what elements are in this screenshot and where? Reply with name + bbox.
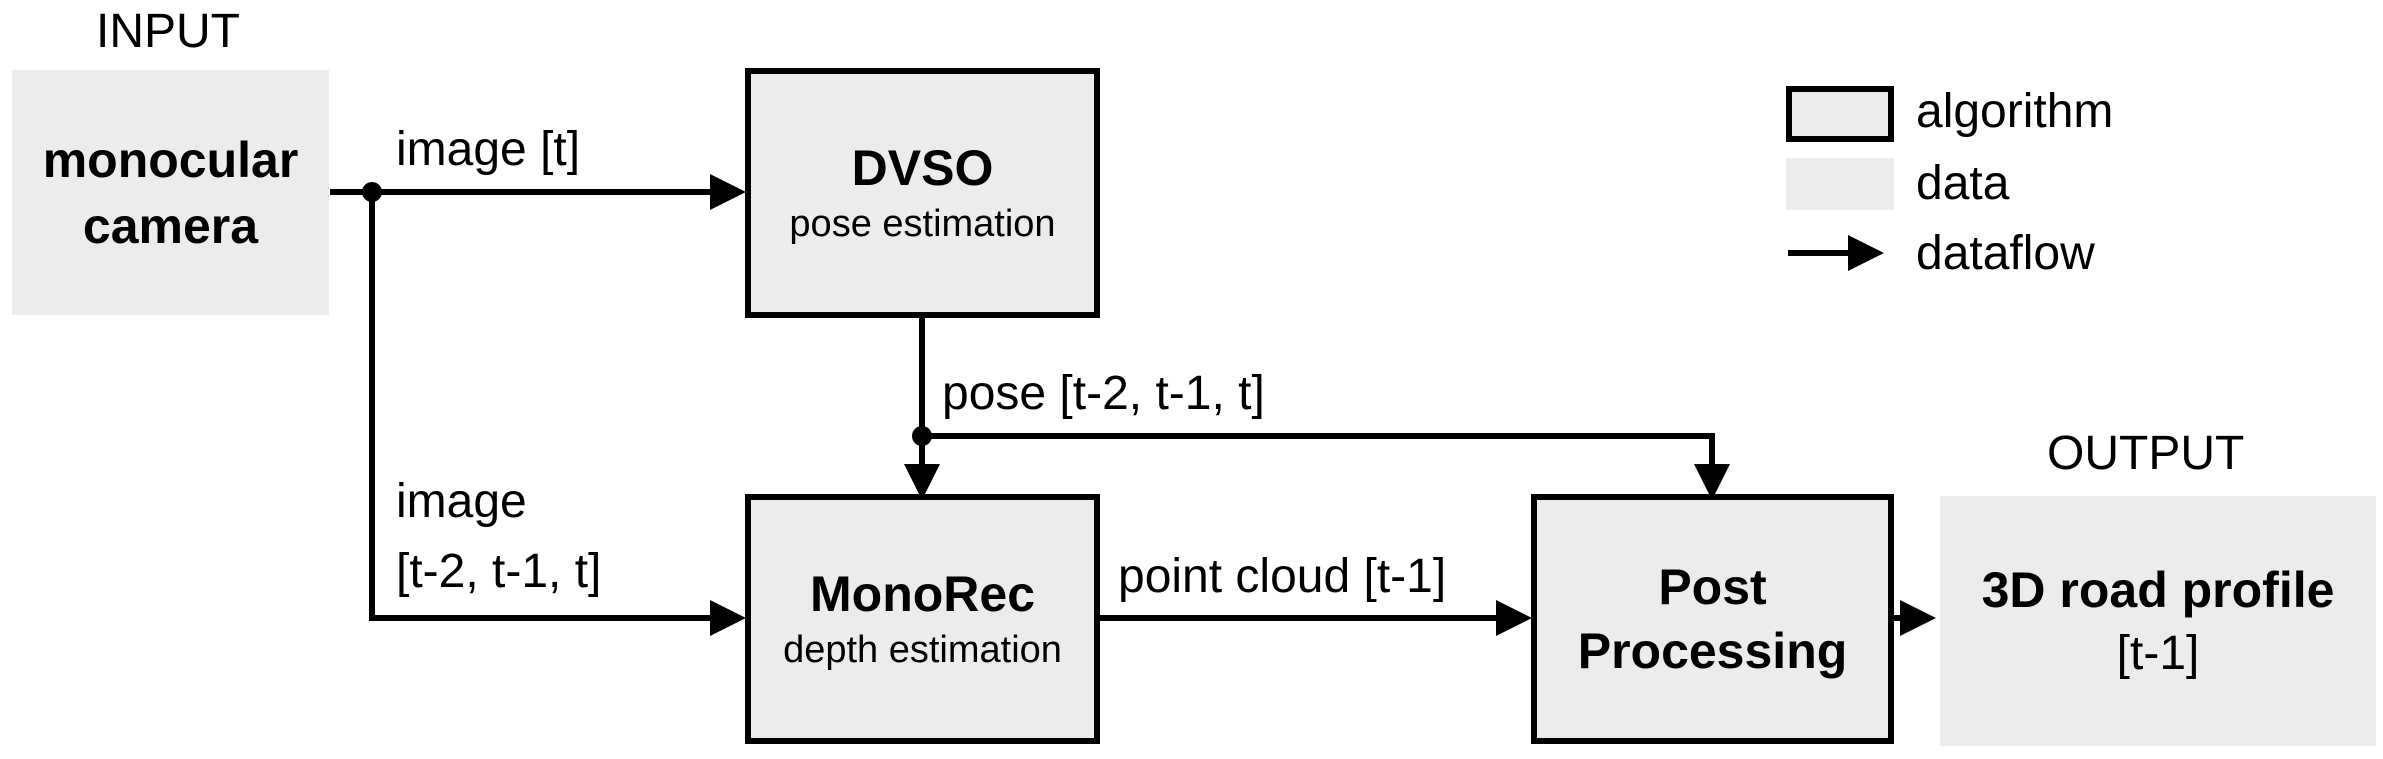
- camera-line1: monocular: [42, 131, 299, 188]
- legend-data-swatch: [1786, 158, 1894, 210]
- arrow-camera-to-monorec: [369, 192, 746, 636]
- camera-line2: camera: [82, 197, 259, 254]
- edge-label-image-line2: [t-2, t-1, t]: [396, 545, 602, 598]
- junction-dot-image: [362, 182, 382, 202]
- post-processing-node: Post Processing: [1531, 494, 1894, 744]
- legend-dataflow-label: dataflow: [1916, 227, 2095, 280]
- dvso-node: DVSO pose estimation: [745, 68, 1100, 318]
- edge-label-image-line1: image: [396, 475, 527, 528]
- output-label: OUTPUT: [2047, 427, 2245, 480]
- legend-algorithm-swatch: [1786, 86, 1894, 142]
- input-label: INPUT: [96, 5, 240, 58]
- road-subtitle: [t-1]: [2116, 627, 2200, 680]
- dvso-subtitle: pose estimation: [789, 203, 1056, 245]
- monocular-camera-node: monocular camera: [12, 70, 329, 315]
- road-profile-node: 3D road profile [t-1]: [1940, 496, 2376, 746]
- post-line1: Post: [1658, 559, 1767, 615]
- road-title: 3D road profile: [1981, 562, 2335, 618]
- edge-label-pose: pose [t-2, t-1, t]: [942, 367, 1265, 420]
- monorec-title: MonoRec: [810, 566, 1035, 622]
- junction-dot-pose: [912, 426, 932, 446]
- monorec-node: MonoRec depth estimation: [745, 494, 1100, 744]
- arrow-pose-to-post: [922, 433, 1730, 500]
- dvso-title: DVSO: [851, 140, 994, 196]
- legend-algorithm-label: algorithm: [1916, 85, 2114, 138]
- legend-data-label: data: [1916, 157, 2010, 210]
- monorec-subtitle: depth estimation: [783, 629, 1062, 671]
- edge-label-point-cloud: point cloud [t-1]: [1118, 550, 1447, 603]
- post-line2: Processing: [1577, 623, 1848, 679]
- edge-label-image-t: image [t]: [396, 123, 581, 176]
